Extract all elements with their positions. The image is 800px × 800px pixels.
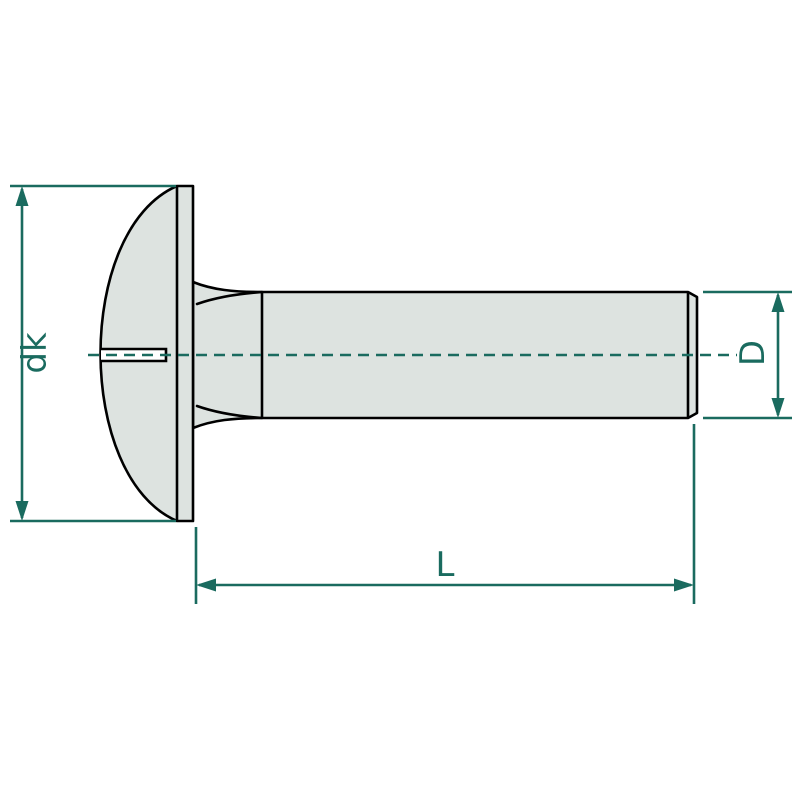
- l-arrow-right-icon: [674, 578, 694, 592]
- screw-part: [99, 184, 699, 523]
- dk-arrow-down-icon: [15, 501, 29, 521]
- l-arrow-left-icon: [196, 578, 216, 592]
- dimension-shank-diameter: D: [703, 290, 792, 420]
- l-label: L: [436, 545, 455, 585]
- d-arrow-up-icon: [771, 292, 785, 312]
- thread-runout-top: [195, 290, 264, 306]
- screw-shaft: [191, 280, 699, 430]
- dimension-head-diameter: dk: [10, 184, 176, 523]
- d-label: D: [733, 340, 773, 366]
- dk-arrow-up-icon: [15, 186, 29, 206]
- d-arrow-down-icon: [771, 398, 785, 418]
- dk-label: dk: [15, 332, 55, 374]
- thread-runout-bottom: [195, 404, 264, 420]
- dimension-length: L: [194, 424, 696, 604]
